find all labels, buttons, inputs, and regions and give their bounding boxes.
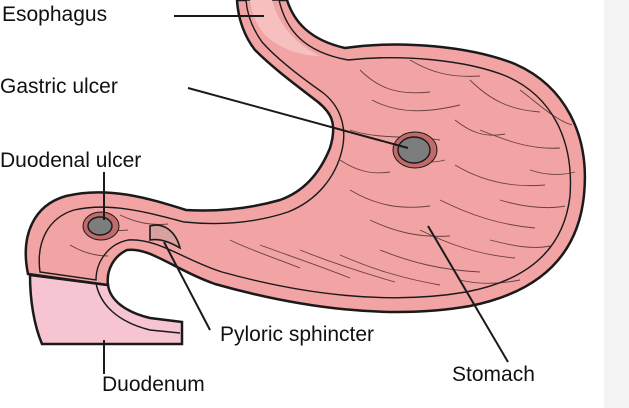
duodenal-ulcer-mark xyxy=(82,211,120,241)
label-stomach: Stomach xyxy=(452,363,535,386)
duodenum-tube xyxy=(28,273,184,346)
leader-lines xyxy=(103,15,509,374)
label-pyloric-sphincter: Pyloric sphincter xyxy=(220,323,375,346)
stomach-leader xyxy=(427,225,509,363)
label-duodenum: Duodenum xyxy=(102,373,205,396)
pyloric-sphincter-ring xyxy=(149,224,182,250)
right-margin-strip xyxy=(604,0,629,408)
stomach-lining xyxy=(38,0,572,299)
label-duodenal-ulcer: Duodenal ulcer xyxy=(0,149,142,172)
gastric-folds xyxy=(69,59,576,286)
pyloric-sphincter-leader xyxy=(163,241,211,331)
gastric-ulcer-mark xyxy=(392,131,438,169)
duodenum-inner-line xyxy=(95,282,181,334)
gastric-ulcer-leader xyxy=(187,87,409,149)
label-esophagus: Esophagus xyxy=(2,3,108,26)
label-gastric-ulcer: Gastric ulcer xyxy=(0,75,118,98)
esophagus-band xyxy=(250,0,320,56)
